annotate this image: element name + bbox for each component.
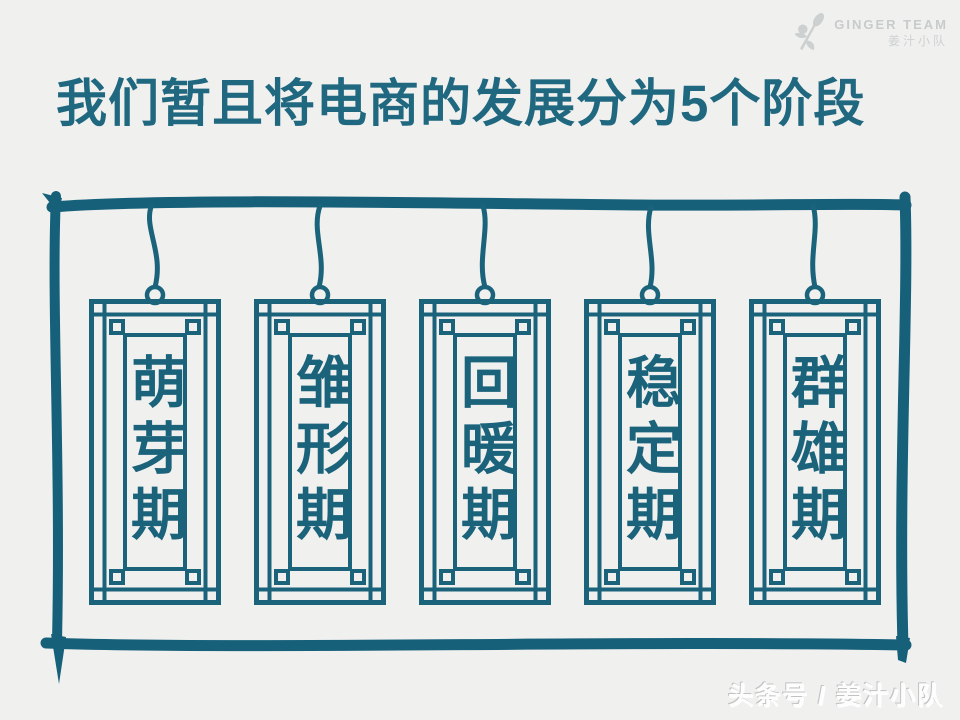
stage-plaque-3: 回暖期 (419, 203, 551, 605)
logo: GINGER TEAM 姜汁小队 (790, 12, 948, 54)
logo-text: GINGER TEAM (834, 17, 948, 33)
slide-title: 我们暂且将电商的发展分为5个阶段 (56, 75, 866, 132)
ginger-figure-icon (795, 13, 825, 51)
stage-plaque-4: 稳定期 (584, 203, 716, 605)
plaque-frame-and-string (584, 204, 716, 605)
logo-subtext: 姜汁小队 (887, 33, 948, 48)
stage-label-1: 萌芽期 (123, 353, 187, 551)
plaque-frame-and-string (254, 203, 386, 605)
stage-plaque-1: 萌芽期 (89, 203, 221, 605)
stage-label-3: 回暖期 (453, 353, 517, 551)
stage-label-4: 稳定期 (618, 353, 682, 551)
plaque-frame-and-string (419, 203, 551, 605)
plaque-frame-and-string (89, 204, 221, 605)
plaque-frame-and-string (749, 203, 881, 605)
footer-byline: 头条号 / 姜汁小队 (728, 682, 944, 710)
stage-label-5: 群雄期 (783, 353, 847, 551)
stage-label-2: 雏形期 (288, 353, 352, 551)
stage-plaque-5: 群雄期 (749, 203, 881, 605)
stage-plaque-2: 雏形期 (254, 203, 386, 605)
